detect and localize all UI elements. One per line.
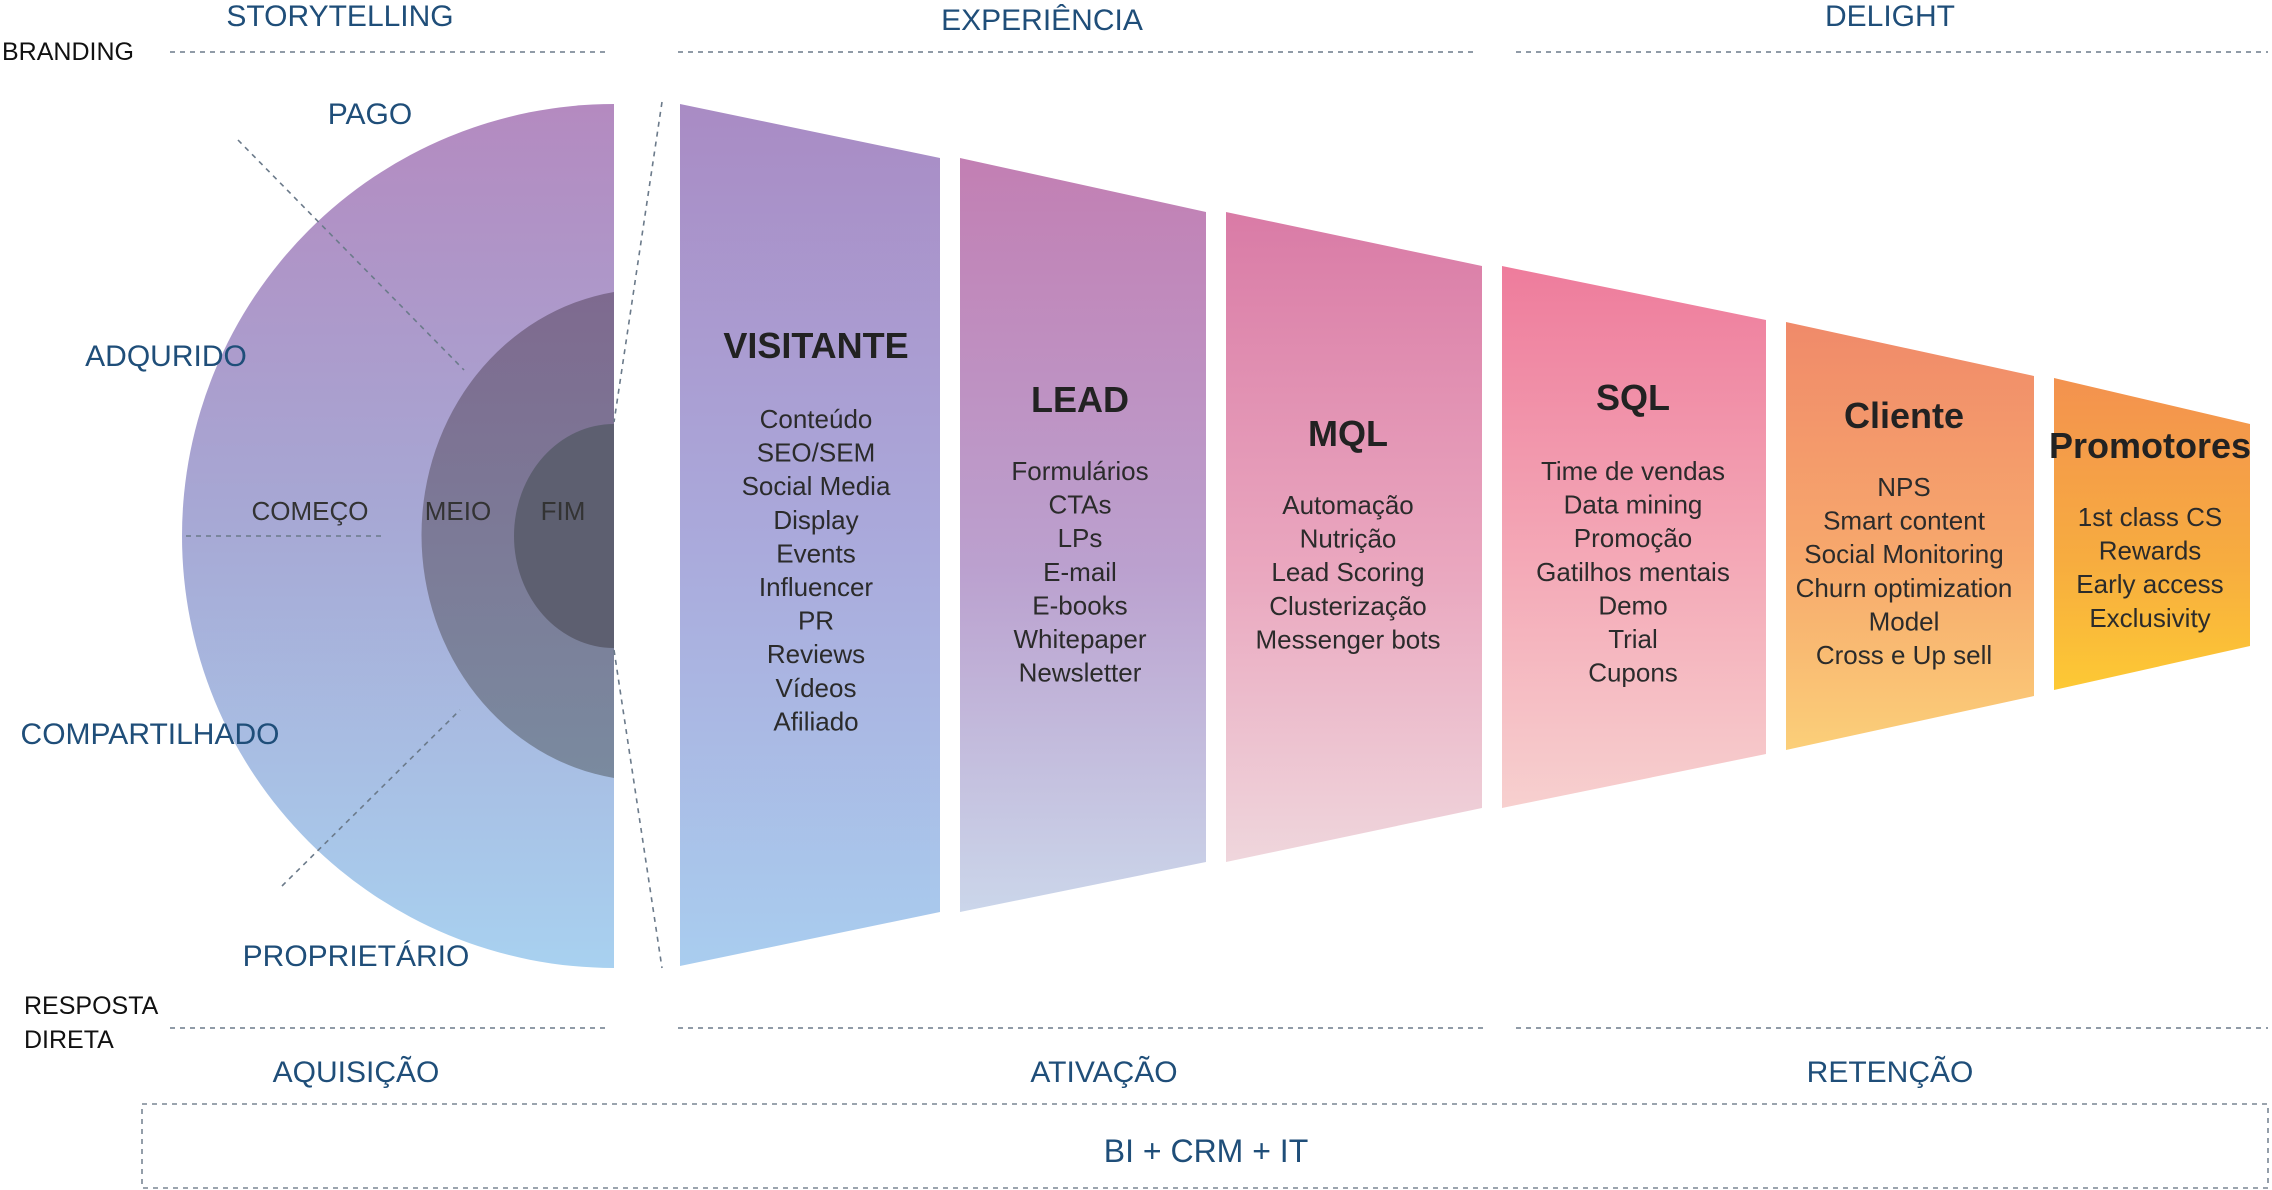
label-branding: BRANDING <box>2 38 134 66</box>
label-retencao: RETENÇÃO <box>1807 1055 1974 1089</box>
stage-panel-lead <box>960 158 1206 912</box>
stage-item-promotores: 1st class CS <box>2078 502 2223 532</box>
stage-item-sql: Trial <box>1608 624 1658 654</box>
stage-item-cliente: Social Monitoring <box>1804 539 2003 569</box>
label-fim: FIM <box>541 496 586 526</box>
stage-panel-cliente <box>1786 322 2034 750</box>
stage-item-visitante: Vídeos <box>776 673 857 703</box>
label-proprietario: PROPRIETÁRIO <box>243 940 470 973</box>
stage-title-cliente: Cliente <box>1844 395 1964 436</box>
label-comeco: COMEÇO <box>252 496 369 526</box>
connector-bottom <box>613 649 663 969</box>
stage-title-sql: SQL <box>1596 377 1670 418</box>
stage-item-mql: Clusterização <box>1269 591 1427 621</box>
stage-item-lead: E-mail <box>1043 557 1117 587</box>
stage-item-promotores: Early access <box>2076 569 2223 599</box>
stage-item-sql: Promoção <box>1574 523 1693 553</box>
media-half-circle <box>182 104 614 968</box>
stage-title-mql: MQL <box>1308 413 1388 454</box>
stage-item-mql: Lead Scoring <box>1271 557 1424 587</box>
connector-top <box>613 101 663 423</box>
stage-item-lead: Newsletter <box>1019 658 1142 688</box>
stage-item-lead: Whitepaper <box>1014 624 1147 654</box>
divider-compartilhado-proprietario <box>281 709 461 887</box>
stage-panel-promotores <box>2054 378 2250 690</box>
stage-item-visitante: PR <box>798 606 834 636</box>
stage-item-visitante: Display <box>773 505 858 535</box>
label-resposta: RESPOSTA <box>24 992 159 1020</box>
stage-item-visitante: Conteúdo <box>760 404 873 434</box>
label-storytelling: STORYTELLING <box>226 0 453 33</box>
stage-title-visitante: VISITANTE <box>723 325 908 366</box>
label-aquisicao: AQUISIÇÃO <box>273 1055 440 1089</box>
divider-pago-adquirido <box>237 139 465 371</box>
funnel-ring-fim <box>514 424 614 648</box>
label-ativacao: ATIVAÇÃO <box>1030 1055 1177 1089</box>
stage-panel-visitante <box>680 104 940 966</box>
stage-item-visitante: Reviews <box>767 639 865 669</box>
stage-item-mql: Automação <box>1282 490 1414 520</box>
stage-item-cliente: NPS <box>1877 472 1930 502</box>
stage-item-sql: Cupons <box>1588 658 1678 688</box>
stage-item-visitante: Afiliado <box>773 706 858 736</box>
label-delight: DELIGHT <box>1825 0 1955 33</box>
label-pago: PAGO <box>328 98 412 131</box>
stage-item-cliente: Model <box>1869 606 1940 636</box>
stage-item-sql: Data mining <box>1564 490 1703 520</box>
stage-item-sql: Gatilhos mentais <box>1536 557 1730 587</box>
label-direta: DIRETA <box>24 1026 114 1054</box>
label-adquirido: ADQURIDO <box>85 340 247 373</box>
stage-item-visitante: SEO/SEM <box>757 438 875 468</box>
stage-panel-sql <box>1502 266 1766 808</box>
stage-item-mql: Nutrição <box>1300 524 1397 554</box>
stage-item-promotores: Rewards <box>2099 536 2202 566</box>
stage-item-sql: Time de vendas <box>1541 456 1725 486</box>
stage-item-cliente: Smart content <box>1823 506 1986 536</box>
stage-item-cliente: Cross e Up sell <box>1816 640 1992 670</box>
label-compartilhado: COMPARTILHADO <box>21 718 280 751</box>
footer-box <box>141 1103 2269 1189</box>
footer-text: BI + CRM + IT <box>1104 1133 1308 1169</box>
stage-item-mql: Messenger bots <box>1256 624 1441 654</box>
stage-title-lead: LEAD <box>1031 379 1129 420</box>
stage-item-cliente: Churn optimization <box>1796 573 2013 603</box>
stage-item-visitante: Events <box>776 538 856 568</box>
stage-item-lead: E-books <box>1032 590 1127 620</box>
stage-panel-mql <box>1226 212 1482 862</box>
stage-item-promotores: Exclusivity <box>2089 603 2210 633</box>
stage-item-lead: CTAs <box>1048 490 1111 520</box>
stage-item-sql: Demo <box>1598 590 1667 620</box>
stage-item-lead: LPs <box>1058 523 1103 553</box>
label-experiencia: EXPERIÊNCIA <box>941 4 1143 37</box>
label-meio: MEIO <box>425 496 491 526</box>
stage-item-visitante: Influencer <box>759 572 874 602</box>
stage-title-promotores: Promotores <box>2049 425 2251 466</box>
stage-item-lead: Formulários <box>1011 456 1148 486</box>
stage-item-visitante: Social Media <box>742 471 891 501</box>
